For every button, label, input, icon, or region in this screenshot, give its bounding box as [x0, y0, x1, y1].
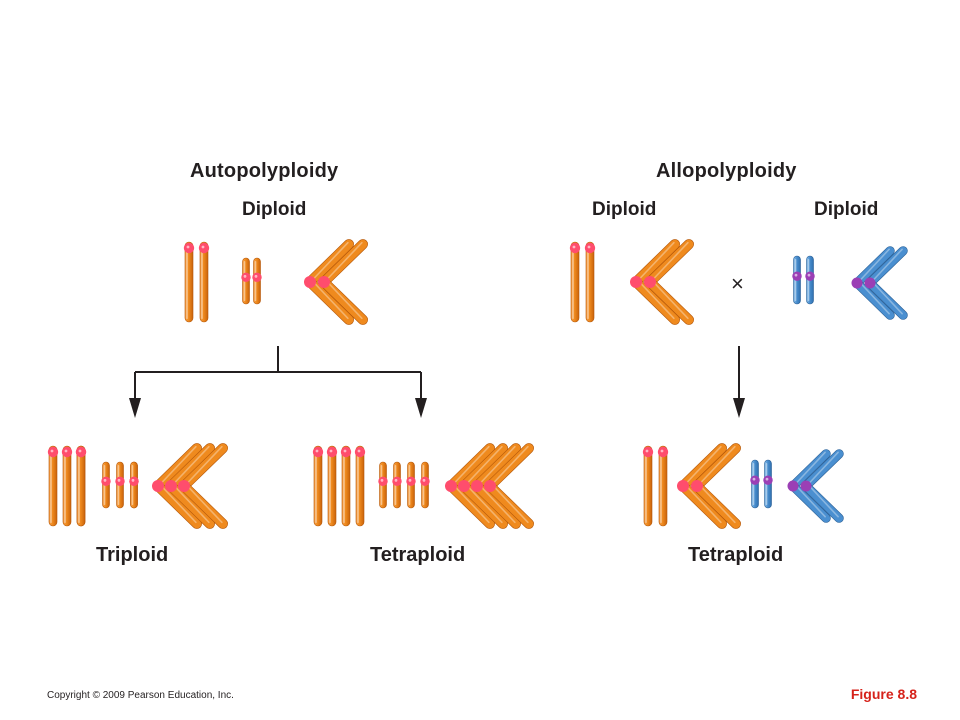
- chromosome-v-orange: [458, 443, 508, 529]
- chromosome-v-orange: [471, 443, 521, 529]
- chromosome-orange: [340, 445, 366, 527]
- arrowhead-tetraploid: [415, 398, 427, 418]
- chromosome-v-blue: [787, 449, 831, 523]
- chromosome-v-blue: [800, 449, 844, 523]
- allo-tetraploid-label: Tetraploid: [688, 544, 784, 566]
- chromosome-orange: [183, 241, 210, 323]
- chromosome-v-blue: [851, 246, 895, 320]
- chromosome-blue: [750, 459, 773, 509]
- autopolyploidy-branch-arrow: [129, 346, 427, 418]
- auto-tetraploid-label: Tetraploid: [370, 544, 466, 566]
- chromosome-orange: [406, 461, 430, 509]
- allopolyploidy-arrow: [733, 346, 745, 418]
- chromosome-orange: [101, 461, 125, 509]
- chromosome-v-orange: [677, 443, 727, 529]
- arrowhead-allotetraploid: [733, 398, 745, 418]
- cross-symbol: ×: [731, 271, 744, 296]
- chromosome-v-orange: [630, 239, 680, 325]
- allopolyploidy-diploid-a-label: Diploid: [592, 199, 657, 220]
- chromosome-v-orange: [644, 239, 694, 325]
- chromosome-orange: [241, 257, 262, 305]
- chromosome-orange: [47, 445, 73, 527]
- autopolyploidy-diploid-label: Diploid: [242, 199, 307, 220]
- arrowhead-triploid: [129, 398, 141, 418]
- chromosome-v-orange: [152, 443, 202, 529]
- chromosome-blue: [792, 255, 815, 305]
- chromosome-v-orange: [318, 239, 368, 325]
- chromosome-v-orange: [165, 443, 215, 529]
- chromosome-orange: [129, 461, 139, 509]
- chromosome-orange: [312, 445, 338, 527]
- allopolyploidy-title: Allopolyploidy: [656, 160, 797, 182]
- triploid-label: Triploid: [96, 544, 169, 566]
- chromosome-v-orange: [304, 239, 354, 325]
- copyright-notice: Copyright © 2009 Pearson Education, Inc.: [47, 690, 234, 701]
- chromosome-v-orange: [445, 443, 495, 529]
- autopolyploidy-title: Autopolyploidy: [190, 160, 339, 182]
- chromosome-orange: [75, 445, 87, 527]
- chromosome-orange: [378, 461, 402, 509]
- chromosome-orange: [569, 241, 596, 323]
- allopolyploidy-diploid-b-label: Diploid: [814, 199, 879, 220]
- chromosome-v-orange: [178, 443, 228, 529]
- chromosome-v-blue: [864, 246, 908, 320]
- chromosome-v-orange: [484, 443, 534, 529]
- figure-label: Figure 8.8: [850, 686, 917, 702]
- chromosome-orange: [642, 445, 669, 527]
- chromosome-v-orange: [691, 443, 741, 529]
